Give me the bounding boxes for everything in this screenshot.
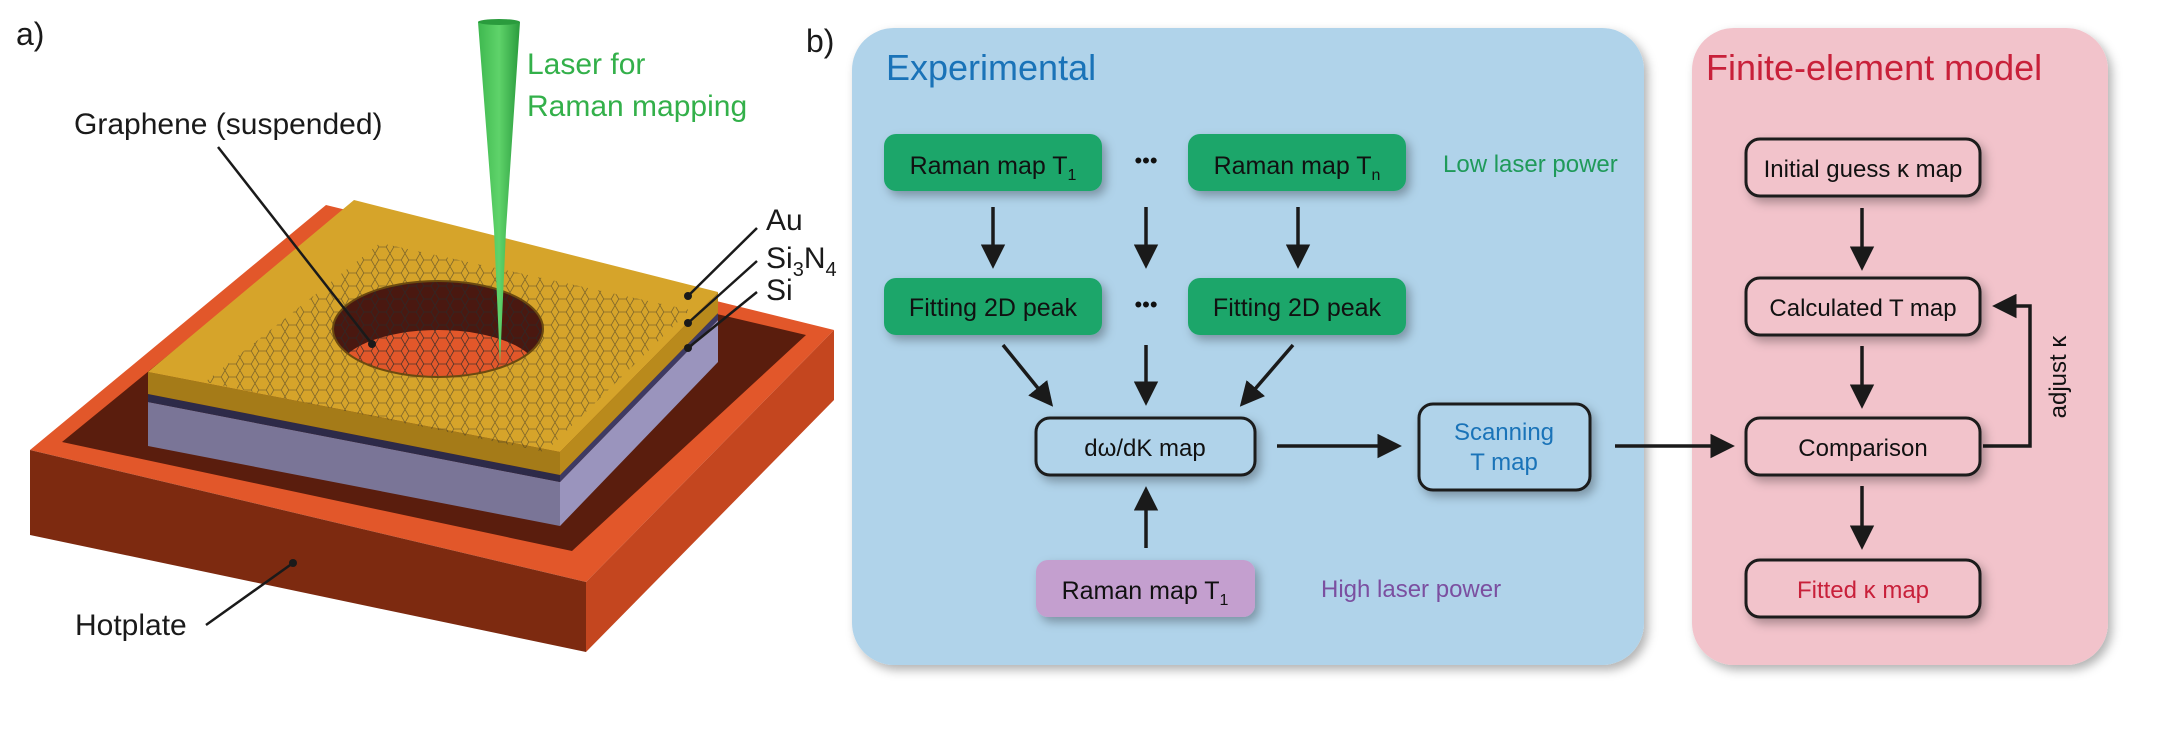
dots-top: •••	[1134, 148, 1157, 173]
node-fitted-map: Fitted κ map	[1744, 558, 1982, 619]
arrow-adjust-loop	[1983, 293, 2032, 448]
node-scanning-t-map: Scanning T map	[1417, 402, 1592, 492]
experimental-title: Experimental	[886, 47, 1096, 88]
si-pointer	[687, 291, 758, 349]
hotplate-pointer-dot	[289, 559, 297, 567]
graphene-pointer-dot	[368, 340, 376, 348]
low-power-label: Low laser power	[1443, 151, 1618, 178]
svg-text:Calculated T map: Calculated T map	[1769, 295, 1956, 322]
si-right	[560, 320, 718, 526]
dots-middle: •••	[1134, 292, 1157, 317]
hotplate-right	[586, 330, 834, 652]
laser-beam	[478, 19, 520, 365]
svg-text:T map: T map	[1470, 449, 1538, 476]
node-calculated-t-map: Calculated T map	[1744, 276, 1982, 337]
arrow-fit1-to-dwdk	[1001, 343, 1054, 407]
adjust-kappa-label: adjust κ	[2045, 335, 2072, 419]
hotplate-pointer	[205, 561, 294, 627]
svg-text:Raman map T1: Raman map T1	[910, 152, 1077, 184]
nitride-front	[148, 394, 560, 482]
svg-text:Initial guess κ map: Initial guess κ map	[1764, 156, 1963, 183]
svg-text:dω/dK map: dω/dK map	[1084, 435, 1205, 462]
high-power-label: High laser power	[1321, 576, 1501, 603]
svg-text:Raman map Tn: Raman map Tn	[1214, 152, 1381, 184]
gold-front	[148, 372, 560, 475]
panel-a-label: a)	[16, 16, 44, 52]
svg-text:Fitting 2D peak: Fitting 2D peak	[909, 294, 1078, 322]
graphene-pointer	[217, 146, 373, 345]
panel-a: a)	[16, 16, 837, 652]
au-pointer	[687, 227, 758, 297]
node-fit2: Fitting 2D peak	[1188, 278, 1406, 335]
hotplate-front	[30, 450, 586, 652]
hotplate-label: Hotplate	[75, 609, 187, 642]
laser-label-line1: Laser for	[527, 48, 645, 81]
si-pointer-dot	[684, 344, 692, 352]
node-fit1: Fitting 2D peak	[884, 278, 1102, 335]
graphene-label: Graphene (suspended)	[74, 108, 383, 141]
hole	[332, 280, 544, 378]
svg-text:Raman map T1: Raman map T1	[1062, 577, 1229, 609]
node-raman-t1: Raman map T1	[884, 134, 1102, 191]
hole-rim	[332, 280, 544, 378]
node-raman-tn: Raman map Tn	[1188, 134, 1406, 191]
layer-au-label: Au	[766, 204, 803, 237]
layer-si-label: Si	[766, 274, 793, 307]
au-pointer-dot	[684, 292, 692, 300]
svg-text:Fitted κ map: Fitted κ map	[1797, 577, 1929, 604]
laser-label-line2: Raman mapping	[527, 90, 747, 123]
si3n4-pointer	[687, 260, 758, 324]
fem-title: Finite-element model	[1706, 47, 2042, 88]
svg-text:Scanning: Scanning	[1454, 419, 1554, 446]
node-initial-guess: Initial guess κ map	[1744, 137, 1982, 198]
svg-text:Fitting 2D peak: Fitting 2D peak	[1213, 294, 1382, 322]
gold-right	[560, 292, 718, 475]
node-dwdk-map: dω/dK map	[1034, 416, 1257, 477]
flow-arrows	[980, 207, 2032, 550]
panel-b-label: b)	[806, 23, 834, 59]
layer-si3n4-label: Si3N4	[766, 242, 837, 281]
svg-text:Comparison: Comparison	[1798, 435, 1927, 462]
node-raman-high: Raman map T1	[1036, 560, 1255, 617]
si3n4-pointer-dot	[684, 319, 692, 327]
node-comparison: Comparison	[1744, 416, 1982, 477]
si-front	[148, 402, 560, 526]
arrow-fit2-to-dwdk	[1239, 343, 1295, 407]
panel-b: b) Experimental Finite-element model Ram…	[806, 23, 2108, 665]
nitride-right	[560, 313, 718, 482]
